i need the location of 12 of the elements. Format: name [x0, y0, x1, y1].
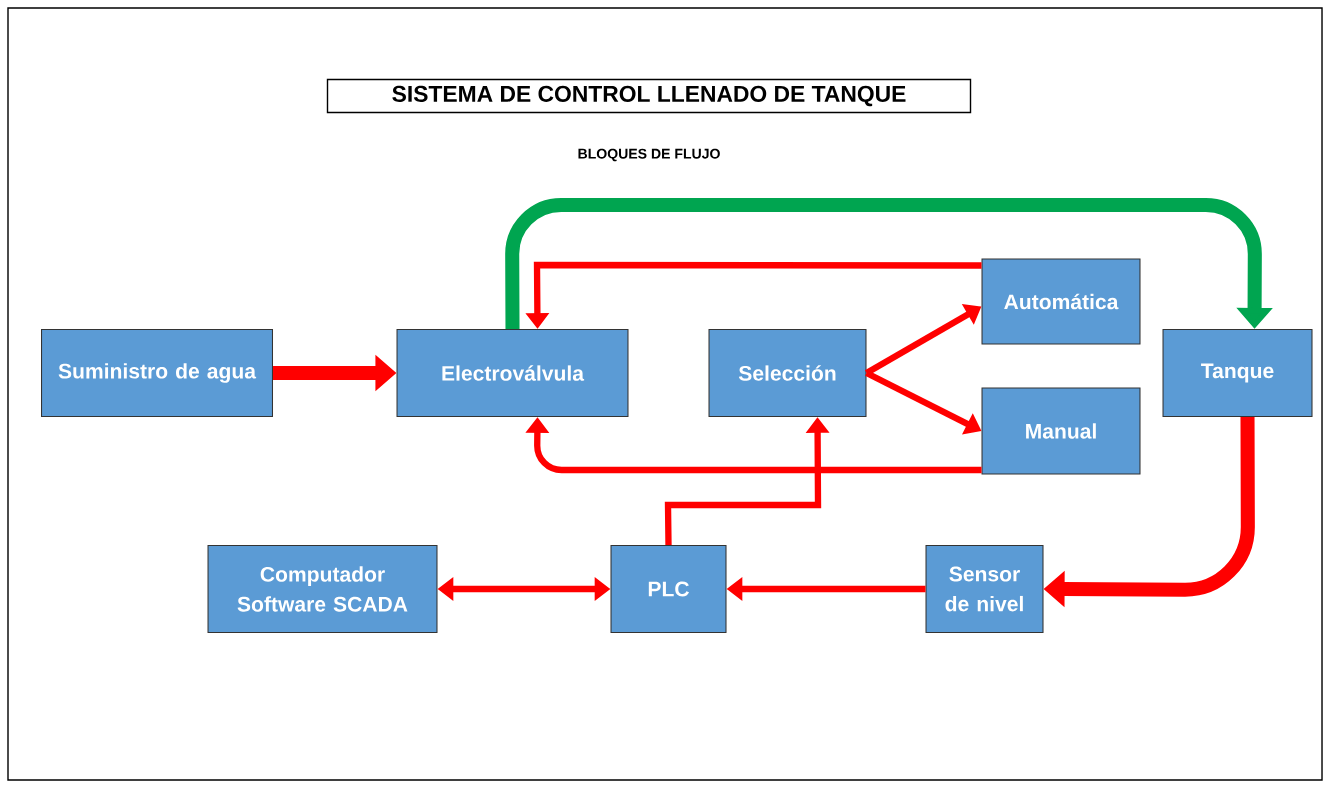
process-box: PLC: [610, 544, 727, 633]
arrow: [505, 197, 1273, 329]
process-box: Manual: [981, 387, 1141, 475]
process-box: Selección: [708, 328, 867, 417]
process-box: Tanque: [1162, 328, 1313, 417]
title-box: SISTEMA DE CONTROL LLENADO DE TANQUE: [326, 78, 972, 114]
process-box: Automática: [981, 258, 1141, 345]
process-box: Electroválvula: [396, 328, 629, 417]
process-box: Suministro de agua: [41, 328, 273, 417]
subtitle: BLOQUES DE FLUJO: [578, 148, 720, 162]
process-box: Sensor de nivel: [925, 544, 1044, 633]
process-box: Computador Software SCADA: [207, 544, 438, 633]
